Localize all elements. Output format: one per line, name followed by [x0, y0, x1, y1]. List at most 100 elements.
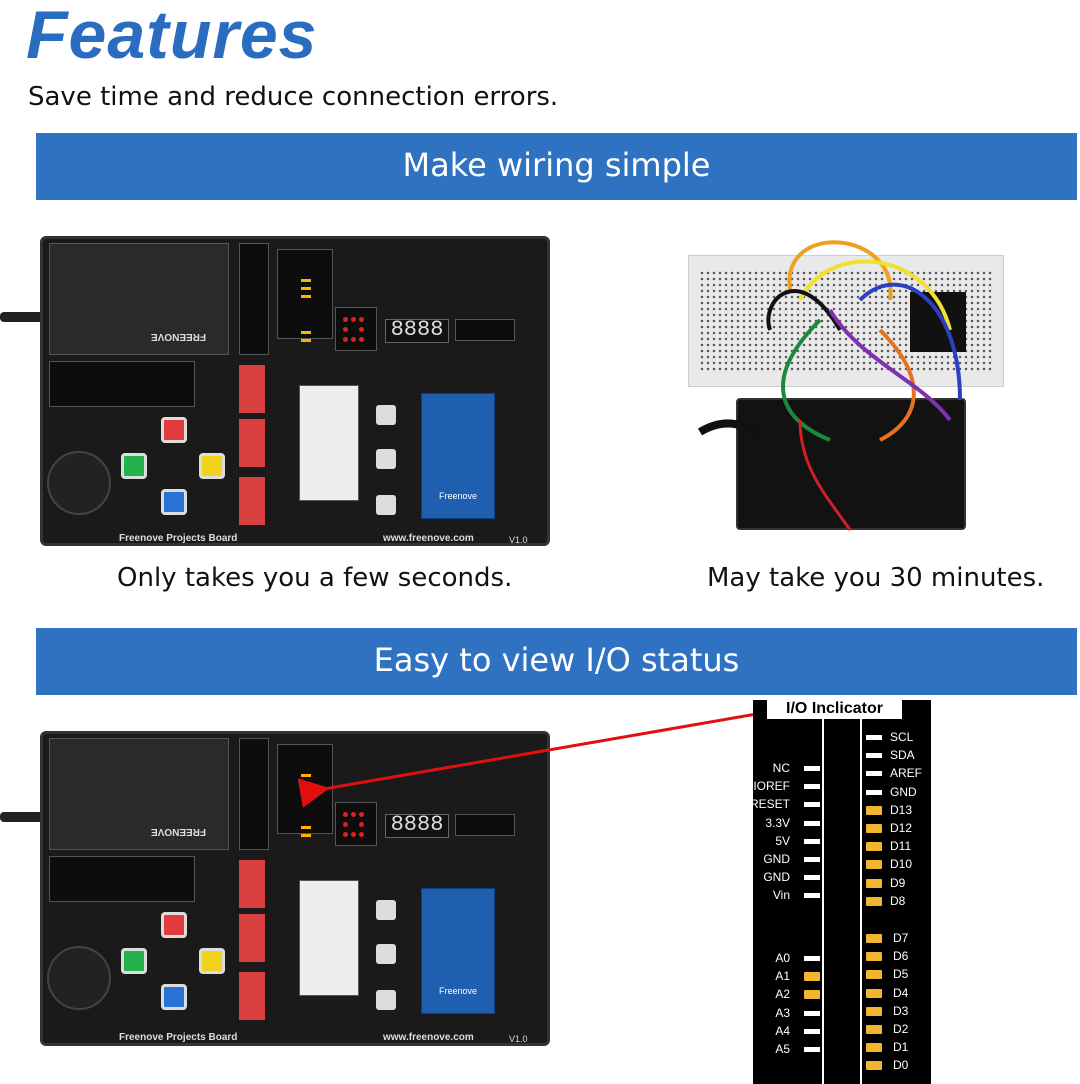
io-led	[301, 790, 311, 793]
io-pin-label: D10	[890, 857, 913, 872]
io-pin-marker	[804, 1028, 820, 1034]
matrix-led	[359, 832, 364, 837]
io-pin-marker	[804, 784, 820, 790]
potentiometer	[376, 495, 396, 515]
wiring-banner: Make wiring simple	[36, 133, 1077, 200]
rfid-module	[421, 888, 495, 1014]
io-pin-label: D7	[893, 931, 909, 945]
io-led	[301, 339, 311, 342]
io-led-on	[866, 934, 882, 943]
io-pin-label: RESET	[749, 797, 790, 812]
io-pin-label: D11	[890, 839, 912, 854]
io-pin-label: D13	[890, 802, 913, 817]
board-name: Freenove Projects Board	[119, 1032, 238, 1043]
io-led-on	[866, 1025, 882, 1034]
matrix-led	[343, 832, 348, 837]
control-board-module	[49, 243, 229, 355]
brand-label: FREENOVE	[151, 331, 207, 342]
potentiometer	[376, 990, 396, 1010]
page-title: Features	[26, 0, 318, 73]
dip-switch	[239, 860, 265, 908]
io-pin-label: D12	[890, 821, 913, 835]
io-led-on	[866, 842, 882, 852]
pin-table	[299, 880, 359, 996]
dip-switch	[239, 914, 265, 962]
io-pin-label: 3.3V	[765, 815, 790, 830]
header-strip	[239, 738, 269, 850]
seven-segment-display: 8888	[385, 814, 449, 838]
io-pin-marker	[866, 789, 882, 795]
board-url: www.freenove.com	[383, 533, 474, 544]
potentiometer	[376, 900, 396, 920]
io-pin-marker	[866, 735, 882, 740]
io-led-on	[866, 970, 882, 980]
breadboard-caption: May take you 30 minutes.	[707, 563, 1045, 593]
yellow-button	[199, 948, 225, 974]
io-led	[301, 279, 311, 282]
green-button	[121, 453, 147, 479]
page-subtitle: Save time and reduce connection errors.	[28, 82, 559, 112]
matrix-led	[359, 317, 364, 322]
seven-segment-display: 8888	[385, 319, 449, 343]
io-led	[301, 782, 311, 785]
matrix-led	[359, 327, 364, 332]
matrix-led	[351, 337, 356, 342]
io-pin-label: Vin	[772, 888, 790, 903]
matrix-led	[343, 822, 348, 827]
io-pin-marker	[804, 1047, 820, 1052]
potentiometer	[376, 449, 396, 469]
io-pin-label: IOREF	[753, 779, 790, 794]
io-pin-label: A2	[775, 987, 790, 1002]
io-pin-marker	[804, 820, 820, 826]
dip-switch	[239, 477, 265, 525]
io-pin-label: D9	[890, 875, 906, 890]
matrix-led	[359, 337, 364, 342]
io-led-on	[866, 860, 882, 870]
joystick	[47, 946, 111, 1010]
io-led	[301, 287, 311, 290]
matrix-led	[343, 317, 348, 322]
rfid-label: Freenove	[439, 491, 478, 501]
matrix-led	[351, 832, 356, 837]
io-divider	[822, 719, 862, 1084]
arduino-board-image	[736, 398, 966, 530]
io-pin-label: A4	[775, 1023, 790, 1038]
io-led	[301, 331, 311, 334]
led-bar	[455, 319, 515, 341]
potentiometer	[376, 405, 396, 425]
io-led	[301, 834, 311, 837]
yellow-button	[199, 453, 225, 479]
io-pin-label: D1	[893, 1040, 909, 1055]
dip-switch	[239, 419, 265, 467]
brand-label: FREENOVE	[151, 826, 207, 837]
pin-table	[299, 385, 359, 501]
red-button	[161, 912, 187, 938]
io-pin-marker	[866, 771, 882, 777]
io-pin-label: GND	[763, 852, 790, 866]
matrix-led	[359, 812, 364, 817]
io-led-on	[804, 990, 820, 1000]
led-matrix	[335, 802, 377, 846]
io-led-on	[866, 878, 882, 888]
matrix-led	[351, 812, 356, 817]
io-pin-label: D3	[893, 1003, 909, 1018]
io-led-on	[866, 1043, 882, 1053]
io-led-on	[866, 952, 882, 962]
board-name: Freenove Projects Board	[119, 533, 238, 544]
io-indicator-block	[277, 744, 333, 834]
io-pin-marker	[804, 893, 820, 899]
io-pin-label: D8	[890, 893, 906, 908]
io-pin-label: D2	[893, 1022, 909, 1036]
io-pin-label: A5	[775, 1042, 790, 1056]
control-board-module	[49, 738, 229, 850]
io-led-on	[804, 972, 820, 982]
io-pin-marker	[866, 753, 882, 759]
board-url: www.freenove.com	[383, 1032, 474, 1043]
matrix-led	[343, 812, 348, 817]
io-pin-label: A1	[775, 969, 790, 984]
io-led	[301, 774, 311, 777]
io-led-on	[866, 896, 882, 906]
board-caption: Only takes you a few seconds.	[117, 563, 513, 593]
io-pin-label: D5	[893, 967, 909, 982]
io-pin-label: D4	[893, 985, 909, 1000]
